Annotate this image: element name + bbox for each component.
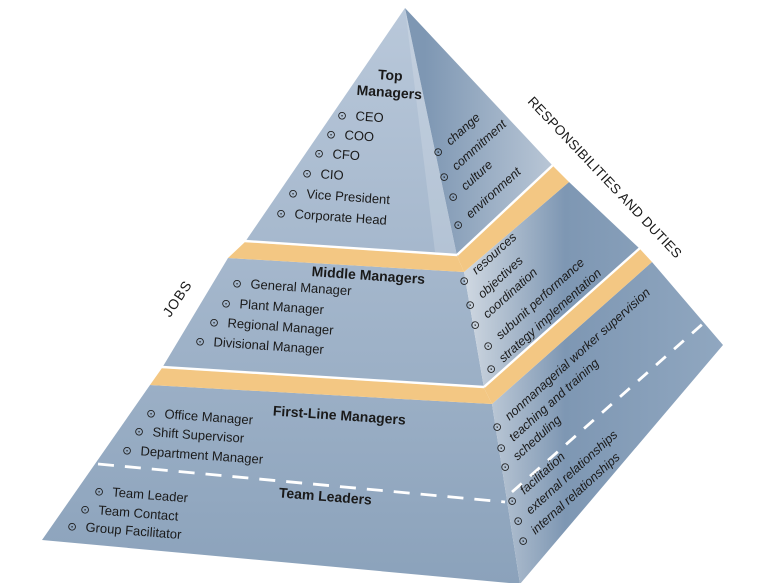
gap-line-1-right: [456, 164, 554, 256]
level-title-top-managers-line2: Managers: [356, 82, 423, 103]
face-right-firstline-teamleaders: [492, 262, 723, 583]
job-item-cio: ⊙ CIO: [302, 165, 344, 183]
front-edge-highlight: [405, 8, 457, 256]
job-label: Corporate Head: [294, 206, 387, 227]
face-left-firstline-teamleaders: [42, 385, 520, 583]
dashed-line-left-face: [97, 462, 506, 504]
separator-bands: [150, 166, 652, 404]
bullet-icon: ⊙: [195, 334, 206, 349]
job-label: COO: [344, 127, 375, 144]
bullet-icon: ⊙: [94, 484, 105, 499]
level-title-middle-managers: Middle Managers: [311, 263, 426, 287]
job-label: Office Manager: [164, 406, 254, 427]
job-item-corporate-head: ⊙ Corporate Head: [276, 205, 388, 228]
gap-line-2-left: [161, 365, 485, 389]
bullet-icon: ⊙: [337, 108, 348, 123]
bullet-icon: ⊙: [221, 296, 232, 311]
job-item-office-manager: ⊙ Office Manager: [146, 405, 254, 427]
bullet-icon: ⊙: [67, 519, 78, 534]
job-label: Team Leader: [112, 484, 189, 505]
bullet-icon: ⊙: [302, 166, 313, 181]
job-label: CFO: [332, 146, 360, 163]
band-1-left: [228, 242, 464, 272]
job-item-plant-manager: ⊙ Plant Manager: [221, 295, 325, 317]
job-item-coo: ⊙ COO: [326, 126, 375, 144]
job-item-team-contact: ⊙ Team Contact: [80, 501, 179, 524]
bullet-icon: ⊙: [80, 502, 91, 517]
job-label: Shift Supervisor: [152, 424, 245, 445]
gap-line-2-right: [483, 247, 641, 388]
job-label: Regional Manager: [227, 315, 335, 337]
face-right-top-managers: [405, 8, 553, 256]
band-gap-lines: [161, 164, 641, 389]
job-label: General Manager: [250, 276, 353, 298]
job-item-shift-supervisor: ⊙ Shift Supervisor: [134, 423, 245, 446]
face-left-middle-managers: [162, 258, 484, 388]
band-2-left: [150, 368, 492, 404]
face-right-middle-managers: [464, 182, 640, 388]
job-label: Team Contact: [98, 502, 180, 523]
level-title-top-managers-line1: Top: [378, 66, 404, 84]
job-label: Vice President: [306, 186, 391, 207]
band-1-right: [457, 166, 569, 272]
bullet-icon: ⊙: [122, 443, 133, 458]
job-item-vice-president: ⊙ Vice President: [288, 185, 391, 207]
band-2-right: [484, 249, 652, 404]
job-item-regional-manager: ⊙ Regional Manager: [209, 314, 335, 338]
bullet-icon: ⊙: [134, 424, 145, 439]
face-left-top-managers: [245, 8, 457, 256]
pyramid-faces: [42, 8, 723, 583]
dashed-dividers: [97, 312, 715, 504]
job-item-cfo: ⊙ CFO: [314, 145, 361, 163]
job-item-general-manager: ⊙ General Manager: [232, 275, 353, 298]
job-item-ceo: ⊙ CEO: [337, 107, 384, 125]
job-label: CIO: [320, 166, 344, 183]
bullet-icon: ⊙: [288, 186, 299, 201]
bullet-icon: ⊙: [146, 406, 157, 421]
job-label: Plant Manager: [239, 296, 325, 317]
bullet-icon: ⊙: [314, 146, 325, 161]
job-label: CEO: [355, 108, 384, 125]
dashed-line-right-face: [511, 312, 715, 494]
bullet-icon: ⊙: [326, 127, 337, 142]
bullet-icon: ⊙: [232, 276, 243, 291]
jobs-axis-label: JOBS: [159, 277, 195, 320]
job-item-team-leader: ⊙ Team Leader: [94, 483, 189, 505]
gap-line-1-left: [244, 239, 458, 257]
level-title-team-leaders: Team Leaders: [278, 484, 372, 507]
bullet-icon: ⊙: [276, 206, 287, 221]
bullet-icon: ⊙: [209, 315, 220, 330]
